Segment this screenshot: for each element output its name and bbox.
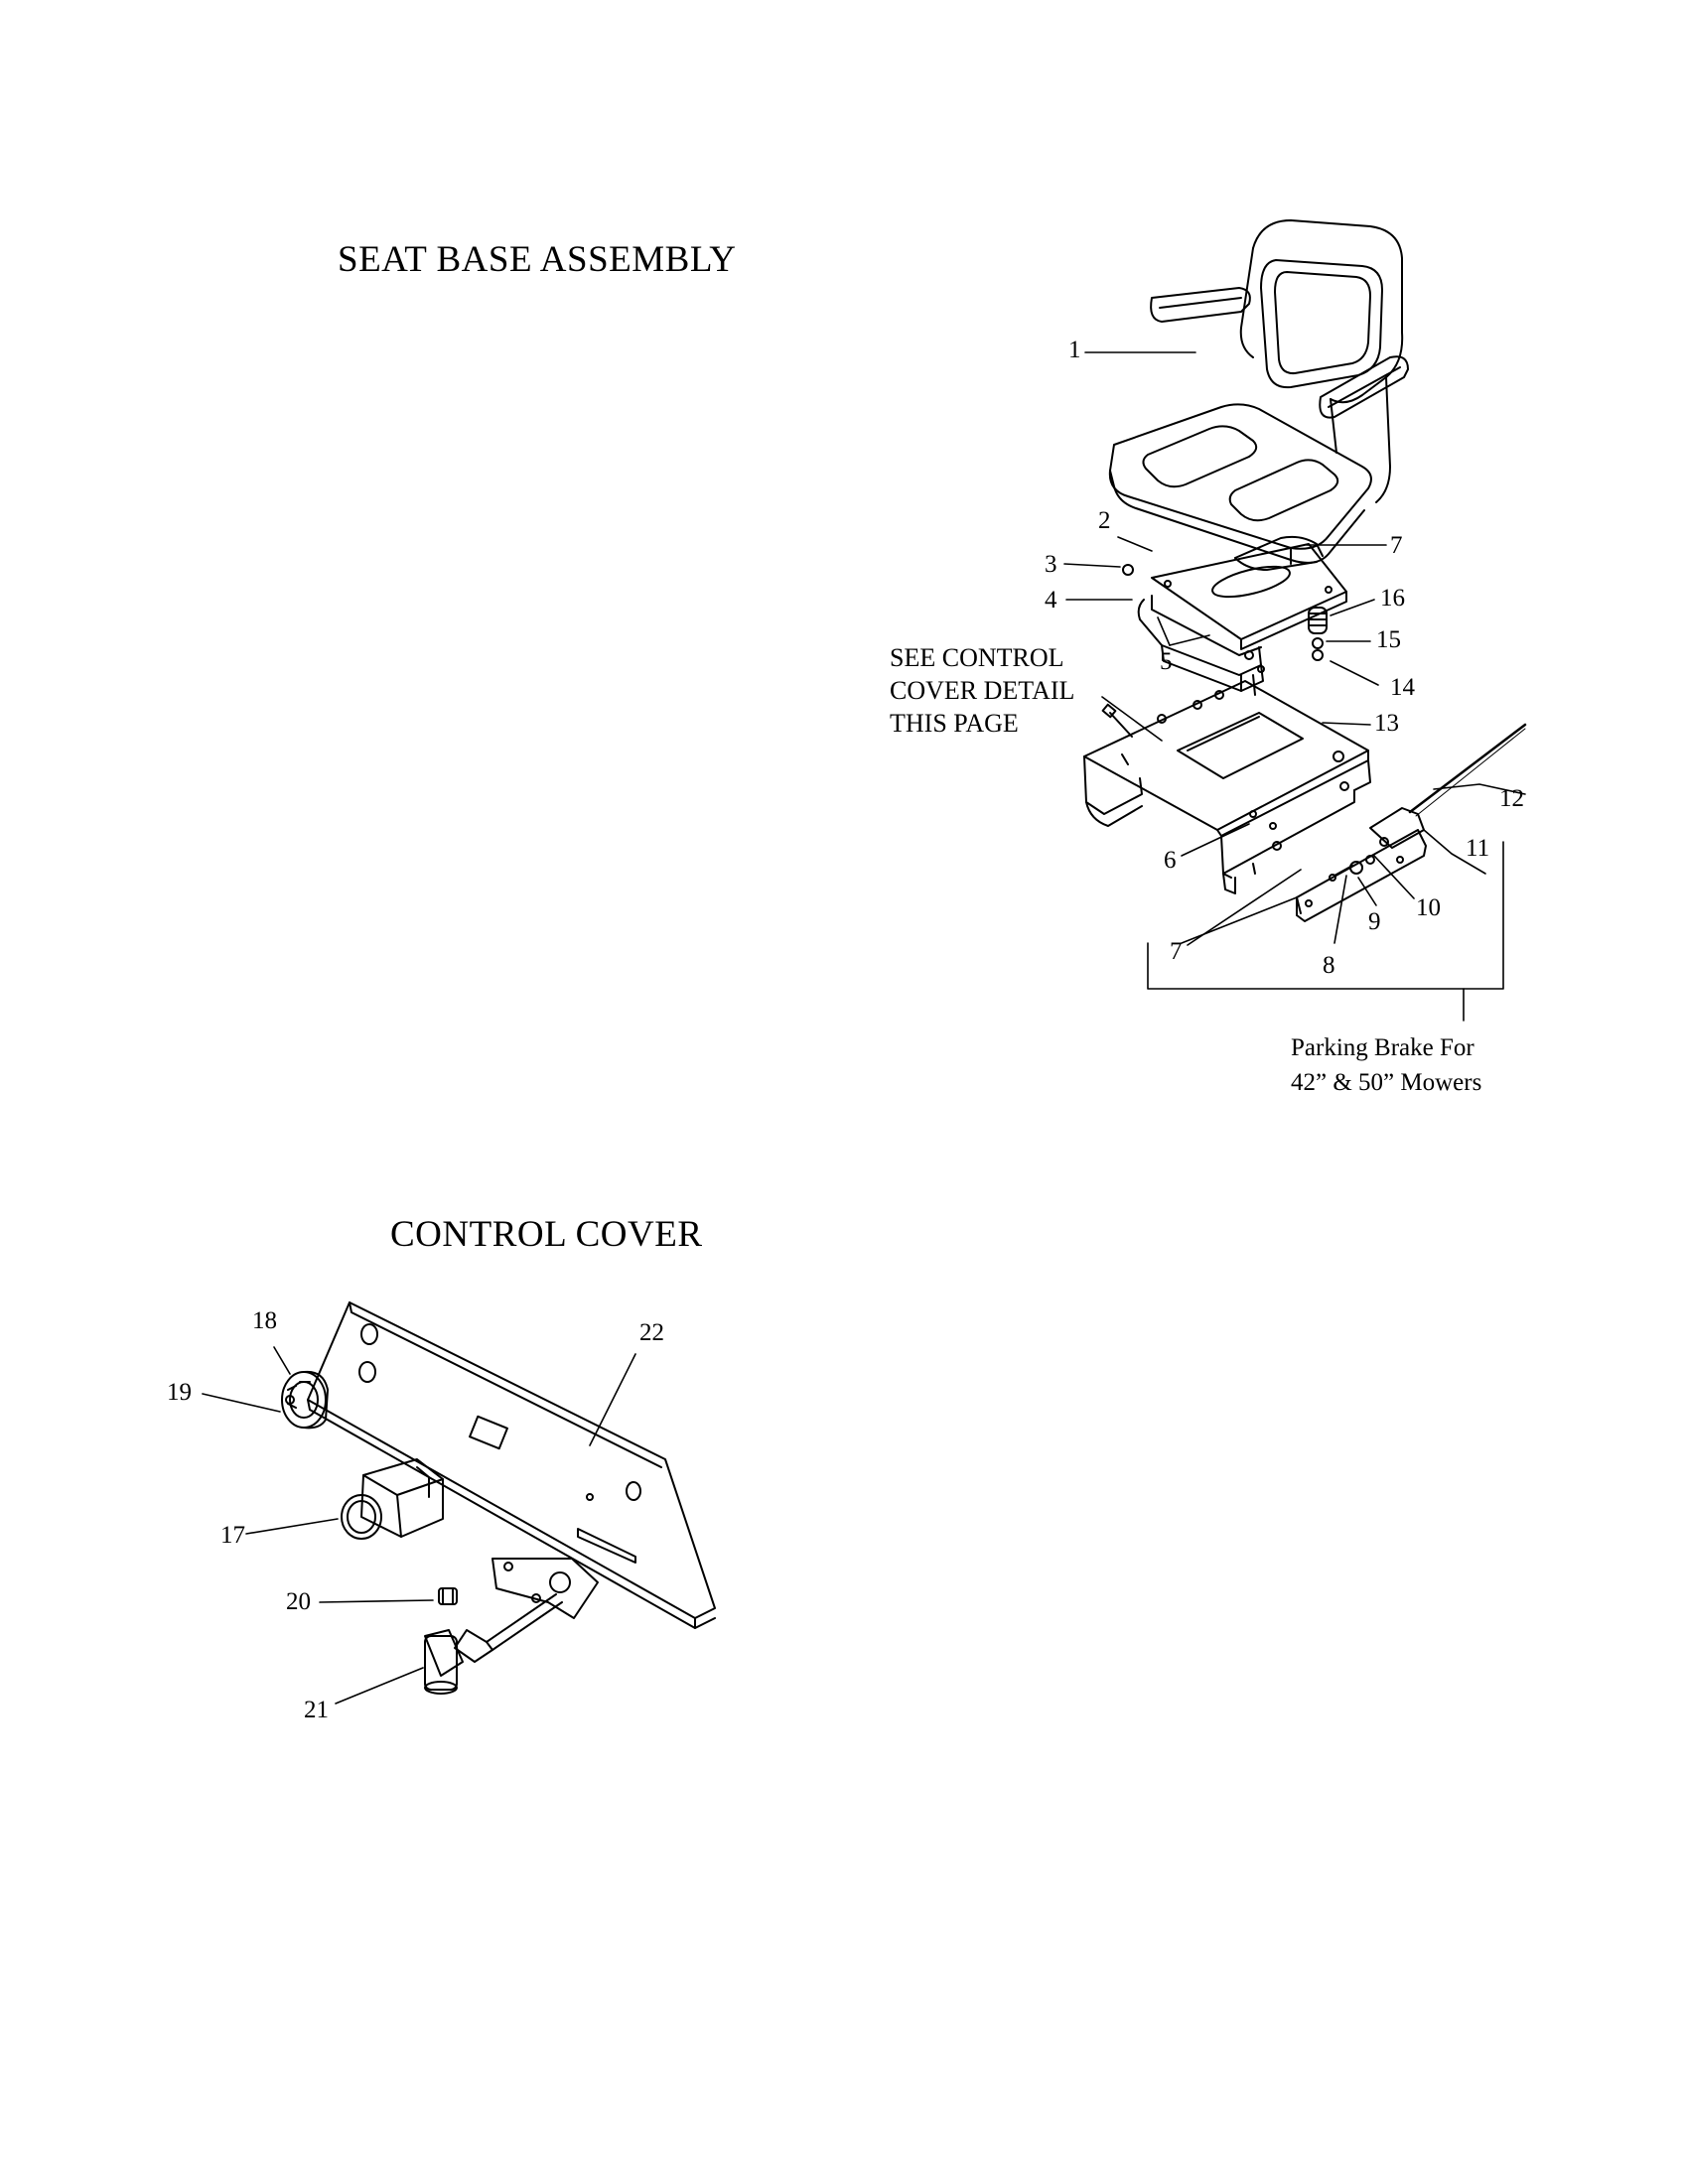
callout-9: 9 — [1368, 908, 1381, 935]
parking-brake-note: Parking Brake For 42” & 50” Mowers — [1291, 1030, 1481, 1100]
seat-plate — [1152, 544, 1346, 649]
callout-3: 3 — [1045, 551, 1057, 578]
callout-10: 10 — [1416, 894, 1441, 921]
callout-2: 2 — [1098, 507, 1111, 534]
note-line-1: SEE CONTROL — [890, 643, 1064, 672]
throttle-lever — [425, 1559, 598, 1694]
control-callout-leaders — [203, 1347, 635, 1704]
callout-14: 14 — [1390, 674, 1415, 701]
seat-mounting-frame — [1084, 681, 1370, 893]
callout-4: 4 — [1045, 587, 1057, 614]
callout-11: 11 — [1466, 835, 1490, 862]
note-line-2: COVER DETAIL — [890, 676, 1075, 705]
nut-item-3 — [1123, 565, 1133, 575]
parking-brake-line-2: 42” & 50” Mowers — [1291, 1069, 1482, 1096]
callout-12: 12 — [1499, 785, 1524, 812]
control-cover-title: CONTROL COVER — [390, 1214, 703, 1255]
parking-brake-line-1: Parking Brake For — [1291, 1034, 1474, 1061]
callout-6: 6 — [1164, 847, 1177, 874]
callout-5: 5 — [1160, 648, 1173, 675]
callout-22: 22 — [639, 1319, 664, 1346]
note-line-3: THIS PAGE — [890, 709, 1019, 738]
seat-base-assembly-title: SEAT BASE ASSEMBLY — [338, 239, 737, 280]
seat-illustration — [1110, 220, 1408, 570]
callout-16: 16 — [1380, 585, 1405, 612]
control-cover-plate — [308, 1302, 715, 1628]
callout-13: 13 — [1374, 710, 1399, 737]
seat-spring-hardware — [1309, 608, 1327, 660]
parking-brake-assembly — [1297, 725, 1525, 921]
callout-19: 19 — [167, 1379, 192, 1406]
callout-15: 15 — [1376, 626, 1401, 653]
callout-1: 1 — [1068, 337, 1081, 363]
pto-switch — [342, 1459, 443, 1539]
callout-7-bottom: 7 — [1170, 938, 1183, 965]
callout-18: 18 — [252, 1307, 277, 1334]
callout-8: 8 — [1323, 952, 1335, 979]
callout-20: 20 — [286, 1588, 311, 1615]
callout-17: 17 — [220, 1522, 245, 1549]
ignition-switch — [282, 1372, 328, 1429]
callout-7-top: 7 — [1390, 532, 1403, 559]
see-control-cover-note: SEE CONTROL COVER DETAIL THIS PAGE — [890, 641, 1074, 740]
seat-callout-leaders — [1064, 352, 1525, 1021]
callout-21: 21 — [304, 1697, 329, 1723]
